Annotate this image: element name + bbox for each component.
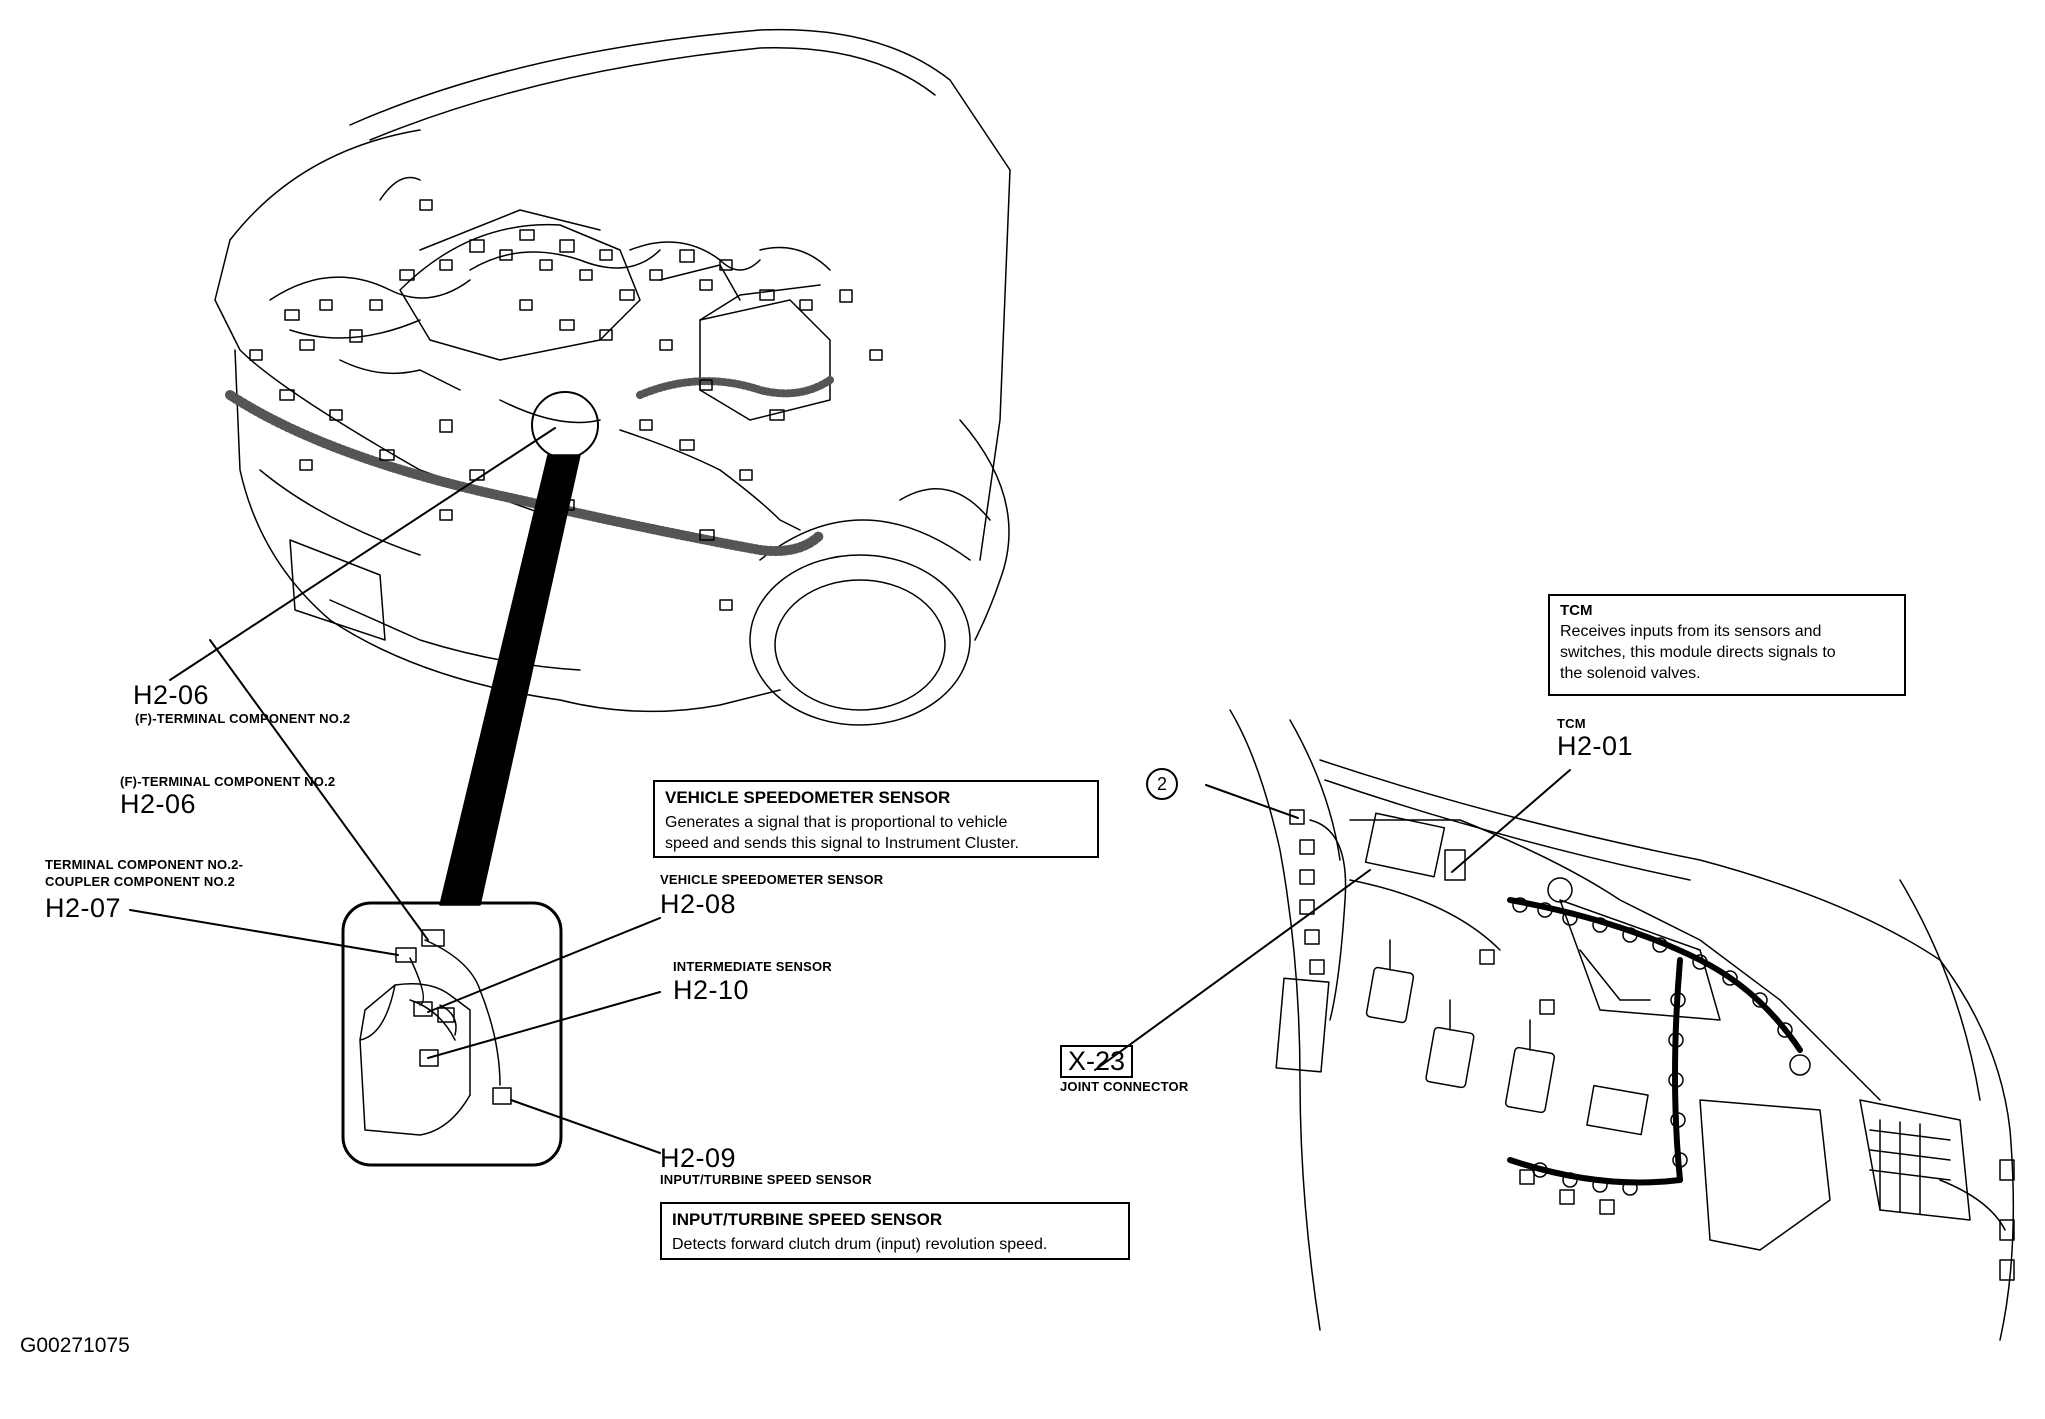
vehicle-speedometer-sensor-box: VEHICLE SPEEDOMETER SENSOR Generates a s… (653, 780, 1099, 858)
tcm-small-label: TCM (1557, 716, 1586, 731)
h2-06-mid-desc: (F)-TERMINAL COMPONENT NO.2 (120, 774, 336, 789)
h2-10-code: H2-10 (673, 975, 750, 1005)
figure-id: G00271075 (20, 1334, 130, 1357)
itss-box-title: INPUT/TURBINE SPEED SENSOR (672, 1210, 943, 1229)
tcm-box-line1: Receives inputs from its sensors and (1560, 623, 1822, 640)
h2-06-top-desc: (F)-TERMINAL COMPONENT NO.2 (135, 711, 351, 726)
h2-08-code: H2-08 (660, 889, 737, 919)
tcm-box-title: TCM (1560, 602, 1593, 619)
transmission-inset (129, 639, 661, 1167)
h2-09-code: H2-09 (660, 1143, 737, 1173)
tcm-info-box: TCM Receives inputs from its sensors and… (1548, 594, 1906, 696)
tcm-box-line2: switches, this module directs signals to (1560, 644, 1836, 661)
h2-07-code: H2-07 (45, 893, 122, 923)
x-23-code: X-23 (1060, 1045, 1134, 1078)
h2-08-desc: VEHICLE SPEEDOMETER SENSOR (660, 872, 884, 887)
vss-box-line1: Generates a signal that is proportional … (665, 814, 1008, 831)
h2-07-desc-line2: COUPLER COMPONENT NO.2 (45, 874, 236, 889)
input-turbine-speed-sensor-box: INPUT/TURBINE SPEED SENSOR Detects forwa… (660, 1202, 1130, 1260)
h2-06-mid-code: H2-06 (120, 789, 197, 819)
car-front-illustration (169, 28, 1011, 906)
h2-07-desc-line1: TERMINAL COMPONENT NO.2- (45, 857, 244, 872)
vss-box-line2: speed and sends this signal to Instrumen… (665, 835, 1019, 852)
h2-10-desc: INTERMEDIATE SENSOR (673, 959, 832, 974)
x-23-desc: JOINT CONNECTOR (1060, 1079, 1189, 1094)
dashboard-illustration (1094, 709, 2015, 1341)
itss-box-line1: Detects forward clutch drum (input) revo… (672, 1236, 1048, 1253)
h2-01-code: H2-01 (1557, 731, 1634, 761)
vss-box-title: VEHICLE SPEEDOMETER SENSOR (665, 788, 951, 807)
callout-circle-2: 2 (1146, 768, 1178, 800)
h2-06-top-code: H2-06 (133, 680, 210, 710)
h2-09-desc: INPUT/TURBINE SPEED SENSOR (660, 1172, 872, 1187)
tcm-box-line3: the solenoid valves. (1560, 665, 1701, 682)
